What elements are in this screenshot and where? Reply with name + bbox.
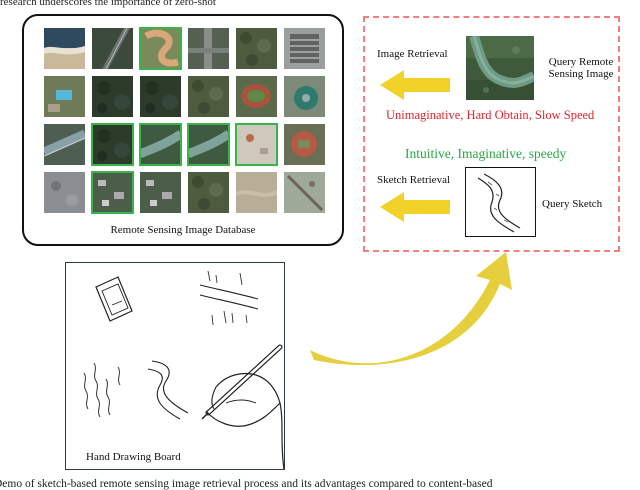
database-image-tile (284, 172, 325, 213)
database-image-tile (44, 124, 85, 165)
pool-thumbnail (44, 76, 85, 117)
bridge-thumbnail (44, 124, 85, 165)
database-caption: Remote Sensing Image Database (24, 224, 342, 236)
clipped-paper-text-top: research underscores the importance of z… (0, 0, 640, 8)
desert-thumbnail (236, 172, 277, 213)
sketch-retrieval-label: Sketch Retrieval (377, 174, 450, 186)
hand-drawing-board: Hand Drawing Board (65, 262, 285, 470)
query-sketch (465, 167, 536, 237)
river-curve-thumbnail (140, 28, 181, 69)
sketch-retrieval-arrow-icon (380, 192, 450, 222)
query-sketch-label: Query Sketch (542, 198, 602, 210)
curved-transfer-arrow-icon (300, 250, 520, 380)
snow-thumbnail (236, 124, 277, 165)
figure-caption-clipped: Demo of sketch-based remote sensing imag… (0, 478, 640, 490)
forest-thumbnail (188, 172, 229, 213)
building-sketch-icon (96, 277, 132, 321)
court-thumbnail (284, 124, 325, 165)
database-image-tile (140, 28, 181, 69)
parking-thumbnail (284, 28, 325, 69)
forest-dark-thumbnail (92, 76, 133, 117)
database-image-tile (284, 76, 325, 117)
query-image-label-line2: Sensing Image (546, 68, 616, 80)
database-image-tile (140, 172, 181, 213)
database-image-tile (236, 28, 277, 69)
image-retrieval-arrow-icon (380, 70, 450, 100)
forest-thumbnail (236, 28, 277, 69)
database-image-tile (140, 76, 181, 117)
database-image-tile (44, 172, 85, 213)
forest-dark-thumbnail (92, 124, 133, 165)
hand-with-pen-icon (202, 347, 284, 469)
forest-dark-thumbnail (140, 76, 181, 117)
desert-road-thumbnail (284, 172, 325, 213)
river-thumbnail (188, 124, 229, 165)
road-sketch-icon (200, 271, 258, 325)
wave-sketch-icon (84, 363, 120, 417)
sketch-based-advantages: Intuitive, Imaginative, speedy (405, 146, 566, 162)
rocky-thumbnail (44, 172, 85, 213)
database-image-tile (92, 124, 133, 165)
runway-thumbnail (92, 28, 133, 69)
village-thumbnail (140, 172, 181, 213)
river-thumbnail (140, 124, 181, 165)
database-image-tile (236, 124, 277, 165)
database-image-tile (44, 28, 85, 69)
database-image-tile (188, 28, 229, 69)
database-image-tile (92, 172, 133, 213)
content-based-drawbacks: Unimaginative, Hard Obtain, Slow Speed (386, 108, 594, 123)
stadium-thumbnail (236, 76, 277, 117)
image-retrieval-label: Image Retrieval (377, 48, 448, 60)
river-sketch-board-icon (148, 361, 188, 419)
village-thumbnail (92, 172, 133, 213)
database-image-tile (284, 124, 325, 165)
river-sketch-icon (466, 168, 534, 235)
database-image-tile (140, 124, 181, 165)
board-caption: Hand Drawing Board (86, 451, 181, 463)
database-image-tile (92, 28, 133, 69)
query-image-label-line1: Query Remote (546, 56, 616, 68)
database-image-tile (188, 124, 229, 165)
forest-thumbnail (188, 76, 229, 117)
tank-thumbnail (284, 76, 325, 117)
database-image-tile (188, 172, 229, 213)
query-image-label: Query Remote Sensing Image (546, 56, 616, 80)
coast-thumbnail (44, 28, 85, 69)
database-image-tile (284, 28, 325, 69)
database-image-tile (188, 76, 229, 117)
database-image-tile (44, 76, 85, 117)
query-remote-sensing-image (466, 36, 534, 100)
image-tile-grid (44, 28, 326, 213)
database-image-tile (92, 76, 133, 117)
road-thumbnail (188, 28, 229, 69)
database-image-tile (236, 172, 277, 213)
image-database-panel: Remote Sensing Image Database (22, 14, 344, 246)
database-image-tile (236, 76, 277, 117)
